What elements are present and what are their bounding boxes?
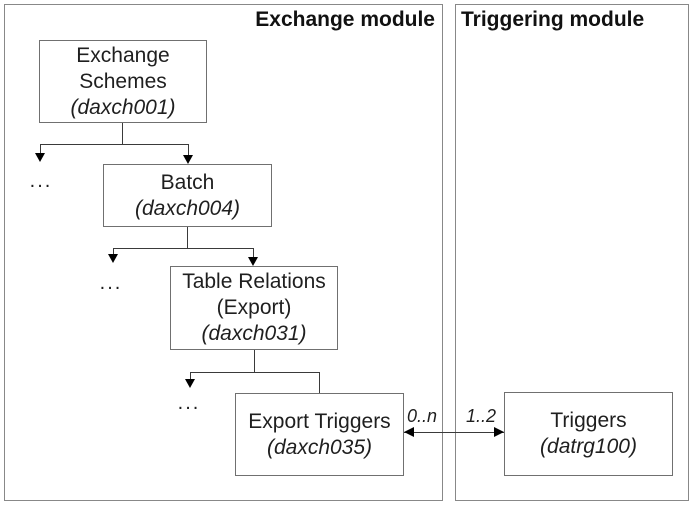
arrowhead-down-icon [183, 155, 193, 164]
node-name-line: Triggers [550, 409, 627, 432]
connector-schemes-right-arm [188, 144, 189, 156]
connector-relations-right-arm [319, 372, 320, 393]
node-code: (daxch004) [134, 196, 241, 220]
node-triggers: Triggers (datrg100) [504, 392, 673, 476]
node-batch: Batch (daxch004) [103, 164, 272, 227]
node-code: (datrg100) [540, 435, 637, 458]
node-code: (daxch035) [266, 435, 373, 459]
connector-schemes-stem [122, 122, 123, 145]
node-export-triggers: Export Triggers (daxch035) [235, 393, 404, 476]
ellipsis-more-under-relations: ... [177, 392, 201, 414]
arrowhead-down-icon [108, 254, 118, 263]
node-name-line: Export Triggers [248, 409, 391, 433]
cardinality-left-label: 0..n [407, 406, 438, 426]
connector-batch-branch [113, 248, 254, 249]
node-name-line: Exchange [76, 43, 170, 67]
node-name-line: Table Relations [182, 270, 326, 293]
node-code: (daxch001) [70, 95, 176, 119]
relation-line [404, 432, 504, 433]
arrowhead-down-icon [35, 153, 45, 162]
connector-schemes-left-arm [40, 144, 41, 154]
connector-schemes-branch [40, 144, 189, 145]
arrowhead-left-icon [404, 427, 414, 437]
node-table-relations: Table Relations (Export) (daxch031) [170, 266, 338, 350]
connector-relations-branch [190, 372, 320, 373]
connector-batch-left-arm [113, 248, 114, 255]
connector-batch-right-arm [253, 248, 254, 258]
node-code: (daxch031) [201, 322, 307, 345]
ellipsis-more-under-schemes: ... [29, 170, 53, 192]
arrowhead-down-icon [248, 257, 258, 266]
node-name-line: Batch [160, 170, 215, 194]
arrowhead-down-icon [185, 379, 195, 388]
connector-batch-stem [187, 227, 188, 249]
triggering-module-title: Triggering module [461, 8, 645, 31]
node-name-line: (Export) [216, 296, 292, 319]
arrowhead-right-icon [494, 427, 504, 437]
ellipsis-more-under-batch: ... [99, 272, 123, 294]
connector-relations-left-arm [190, 372, 191, 380]
node-name-line: Schemes [79, 69, 167, 93]
exchange-module-title: Exchange module [255, 8, 435, 31]
connector-relations-stem [254, 350, 255, 373]
cardinality-right-label: 1..2 [466, 406, 497, 426]
node-exchange-schemes: Exchange Schemes (daxch001) [39, 40, 207, 123]
